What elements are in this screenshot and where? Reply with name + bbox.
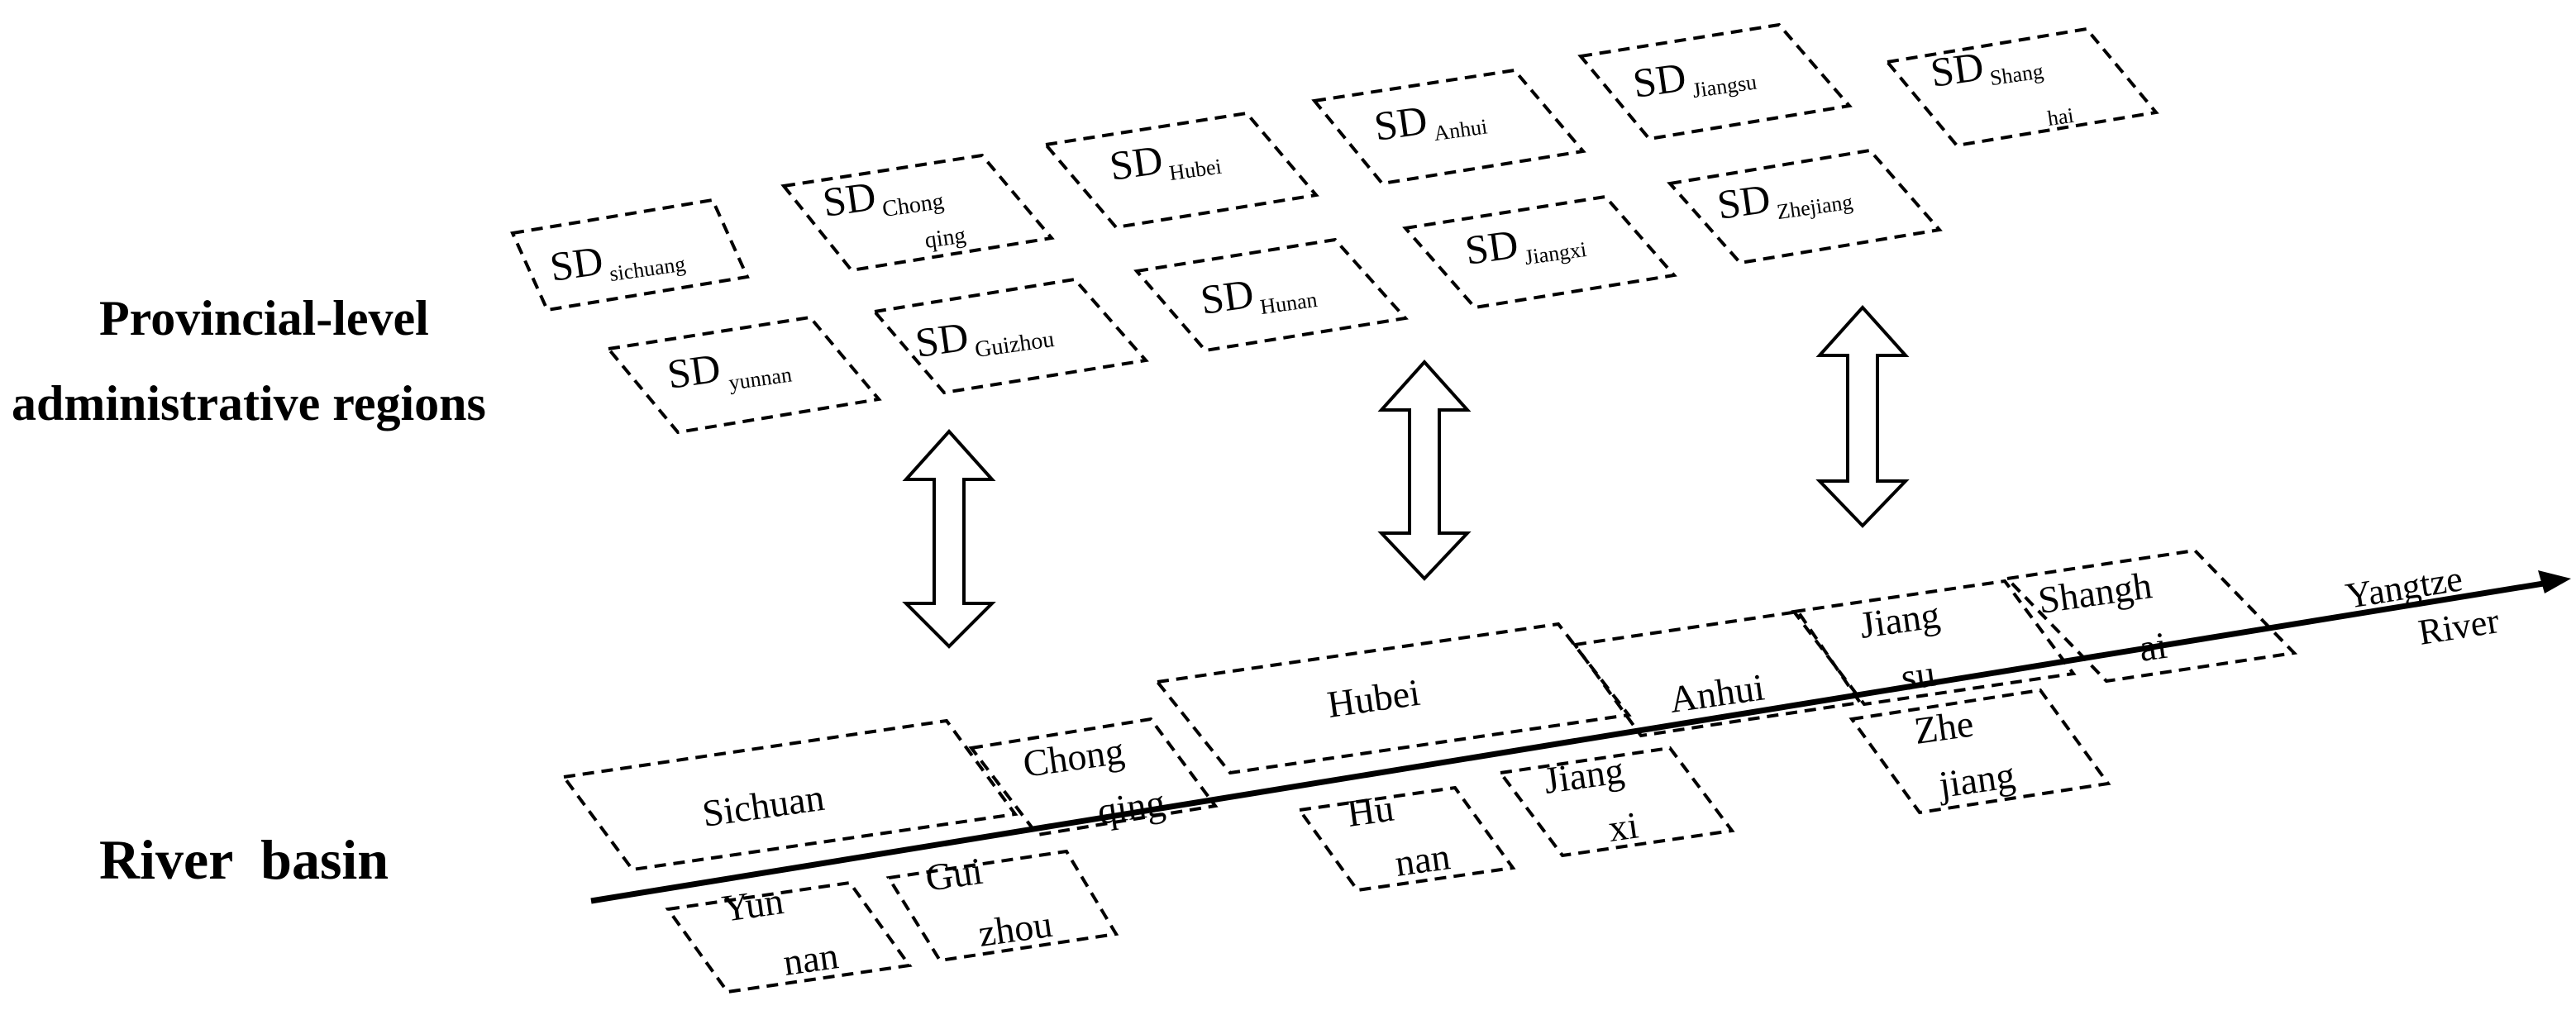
svg-text:Yun: Yun [719, 879, 786, 930]
svg-text:qing: qing [1095, 781, 1167, 832]
sd-box-shanghai: SDShang hai [1884, 26, 2159, 148]
basin-region-sichuan: Sichuan [561, 718, 1018, 872]
basin-region-hunan: Hu nan [1296, 785, 1516, 893]
svg-text:hai: hai [2046, 103, 2075, 131]
svg-text:xi: xi [1605, 803, 1641, 849]
yangtze-label-line2: River [2416, 600, 2502, 653]
basin-region-zhejiang: Zhe jiang [1849, 688, 2111, 815]
svg-text:Jiang: Jiang [1541, 749, 1626, 802]
basin-region-jiangxi: Jiang xi [1497, 746, 1735, 858]
basin-regions: Sichuan Chong qing Hubei Anhui Jiang su … [561, 548, 2298, 994]
svg-text:SDShang: SDShang [1928, 35, 2045, 98]
provincial-label-line2: administrative regions [12, 376, 486, 431]
svg-text:SDChong: SDChong [820, 163, 946, 231]
basin-region-jiangsu: Jiang su [1791, 579, 2077, 707]
svg-text:ai: ai [2136, 624, 2169, 670]
svg-text:Hu: Hu [1344, 787, 1396, 835]
svg-text:zhou: zhou [976, 903, 1055, 955]
left-arrow [902, 429, 996, 649]
right-arrow [1815, 305, 1910, 528]
arrows [902, 305, 1910, 649]
svg-text:nan: nan [1392, 835, 1453, 884]
provincial-label-line1: Provincial-level [99, 291, 429, 345]
svg-text:Sichuan: Sichuan [699, 776, 827, 835]
basin-region-guizhou: Gui zhou [885, 850, 1119, 963]
basin-region-hubei: Hubei [1154, 622, 1632, 775]
svg-text:SDGuizhou: SDGuizhou [913, 301, 1056, 371]
svg-text:nan: nan [780, 934, 841, 984]
river-arrowhead [2538, 570, 2571, 593]
middle-arrow [1377, 360, 1472, 581]
sd-box-chongqing: SDChong qing [780, 153, 1055, 273]
basin-region-chongqing: Chong qing [968, 717, 1219, 837]
svg-text:qing: qing [923, 222, 968, 254]
basin-region-yunnan: Yun nan [665, 879, 913, 994]
sd-prefix: SD [547, 237, 606, 290]
river-basin-label: River basin [99, 828, 389, 891]
svg-text:Gui: Gui [923, 850, 985, 899]
svg-text:su: su [1898, 652, 1938, 698]
svg-text:Zhe: Zhe [1911, 702, 1976, 751]
svg-text:Hubei: Hubei [1324, 671, 1422, 726]
sd-sub: sichuang [608, 252, 687, 287]
sd-box-guizhou: SDGuizhou [871, 277, 1149, 395]
